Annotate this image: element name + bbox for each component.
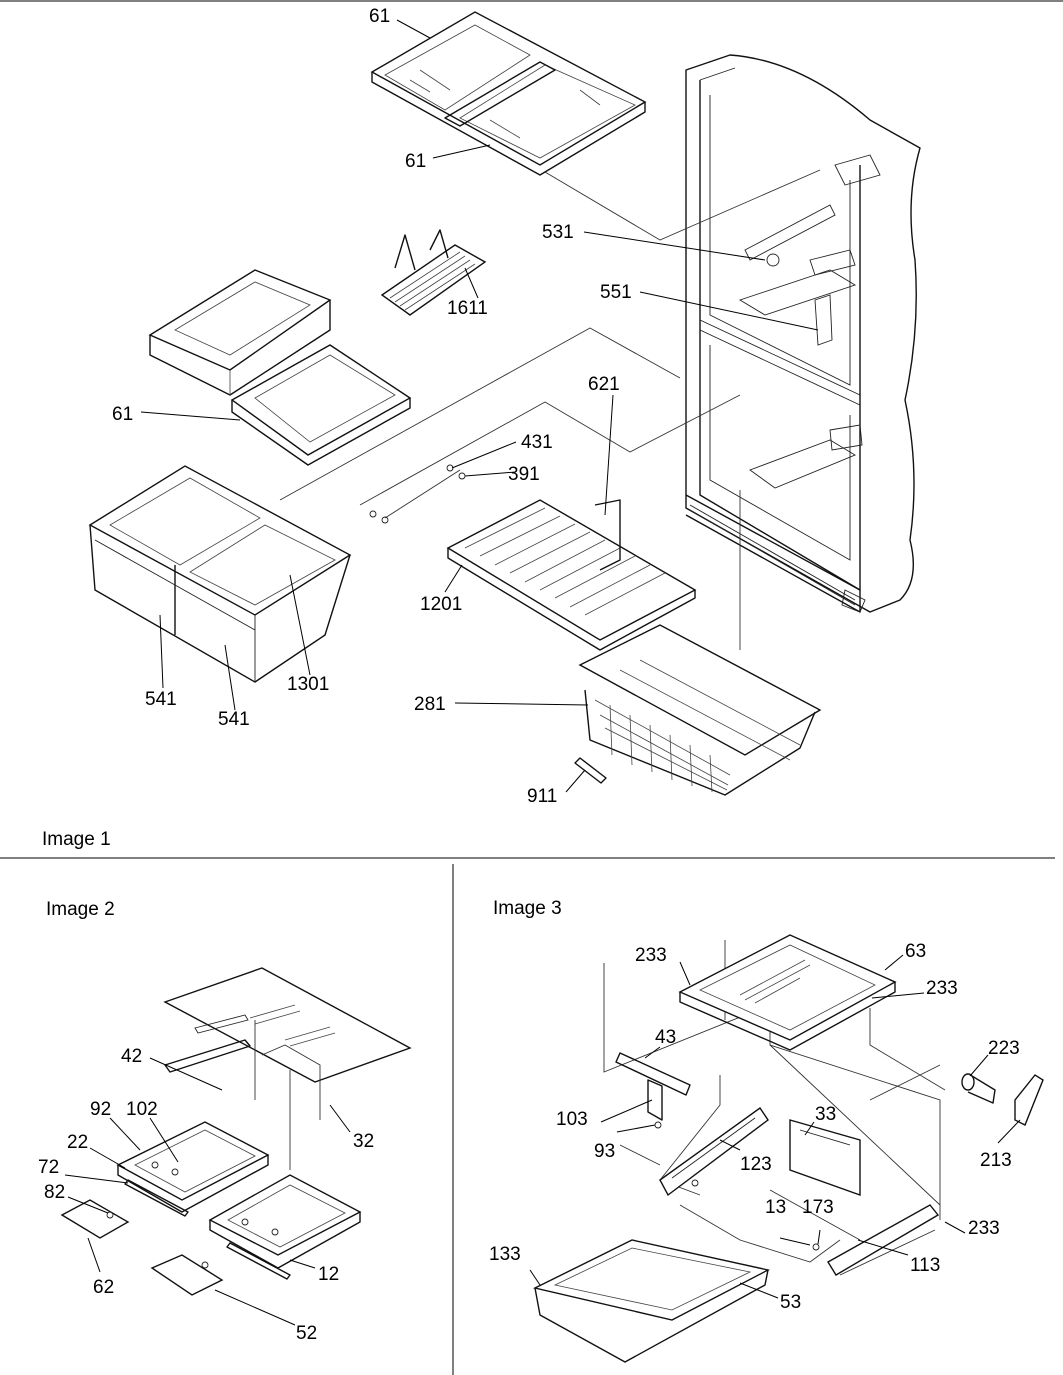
callout-102: 102: [126, 1099, 158, 1120]
callout-61-mid: 61: [405, 151, 426, 172]
callout-103: 103: [556, 1109, 588, 1130]
image3-caption: Image 3: [493, 898, 562, 919]
wire-shelf: [446, 499, 697, 651]
callout-173: 173: [802, 1197, 834, 1218]
deli-drawer-assembly: [148, 269, 412, 466]
callout-92: 92: [90, 1099, 111, 1120]
callout-233-c: 233: [968, 1218, 1000, 1239]
callout-53: 53: [780, 1292, 801, 1313]
callout-551: 551: [600, 282, 632, 303]
callout-52: 52: [296, 1323, 317, 1344]
callout-42: 42: [121, 1046, 142, 1067]
callout-431: 431: [521, 432, 553, 453]
callout-123: 123: [740, 1154, 772, 1175]
callout-621: 621: [588, 374, 620, 395]
callout-62: 62: [93, 1277, 114, 1298]
callout-12: 12: [318, 1264, 339, 1285]
callout-233-b: 233: [926, 978, 958, 999]
crisper-drawer-assembly: [88, 465, 352, 683]
image2-caption: Image 2: [46, 899, 115, 920]
callout-281: 281: [414, 694, 446, 715]
wire-basket: [578, 624, 822, 796]
image2-drawing: [60, 967, 412, 1296]
callout-61-left: 61: [112, 404, 133, 425]
callout-233-a: 233: [635, 945, 667, 966]
callout-223: 223: [988, 1038, 1020, 1059]
crisper-cover-glass: [163, 967, 412, 1083]
basket-clip: [574, 757, 607, 784]
callout-13: 13: [765, 1197, 786, 1218]
callout-541-b: 541: [218, 709, 250, 730]
image1-caption: Image 1: [42, 829, 111, 850]
callout-22: 22: [67, 1132, 88, 1153]
callout-82: 82: [44, 1182, 65, 1203]
callout-133: 133: [489, 1244, 521, 1265]
callout-93: 93: [594, 1141, 615, 1162]
callout-63: 63: [905, 941, 926, 962]
callout-43: 43: [655, 1027, 676, 1048]
callout-911: 911: [527, 786, 557, 807]
callout-541-a: 541: [145, 689, 177, 710]
callout-33: 33: [815, 1104, 836, 1125]
callout-1201: 1201: [420, 594, 462, 615]
callout-391: 391: [508, 464, 540, 485]
screw-391: [458, 472, 466, 480]
callout-1301: 1301: [287, 674, 329, 695]
image1-drawing: [88, 11, 921, 796]
callout-213: 213: [980, 1150, 1012, 1171]
callout-61-top: 61: [369, 6, 390, 27]
callout-113: 113: [910, 1255, 940, 1276]
top-glass-shelf-assembly: [370, 11, 647, 176]
refrigerator-cabinet: [685, 54, 921, 613]
callout-531: 531: [542, 222, 574, 243]
callout-1611: 1611: [447, 298, 488, 319]
wine-rack: [380, 229, 487, 316]
callout-72: 72: [38, 1157, 59, 1178]
callout-32: 32: [353, 1131, 374, 1152]
